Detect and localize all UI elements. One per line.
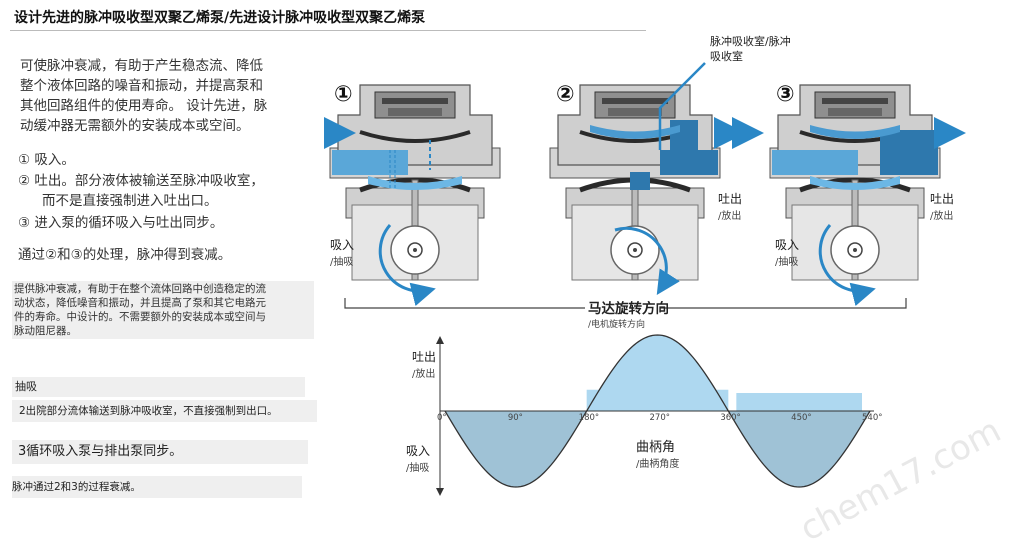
x-tick-label: 540° <box>862 413 883 423</box>
chart-y-top-label: 吐出/放出 <box>412 350 437 380</box>
step-number-1: ① <box>334 82 353 107</box>
chart-x-label: 曲柄角 /曲柄角度 <box>636 440 680 470</box>
suction-label-1: 吸入/抽吸 <box>330 238 355 268</box>
discharge-lobe <box>586 335 729 411</box>
x-tick-label: 0° <box>437 413 447 423</box>
discharge-label-2: 吐出/放出 <box>718 192 743 222</box>
step-number-3: ③ <box>776 82 795 107</box>
chamber-label: 脉冲吸收室/脉冲吸收室 <box>710 35 791 63</box>
discharge-label-3: 吐出/放出 <box>930 192 955 222</box>
step-number-2: ② <box>556 82 575 107</box>
x-tick-label: 360° <box>720 413 741 423</box>
crank-angle-chart <box>436 334 874 496</box>
suction-label-3: 吸入/抽吸 <box>775 238 800 268</box>
x-tick-label: 270° <box>649 413 670 423</box>
step-1: ① 吸入。 <box>18 152 75 168</box>
title-divider <box>10 30 646 31</box>
step-3: ③ 进入泵的循环吸入与吐出同步。 <box>18 215 224 231</box>
x-tick-label: 90° <box>507 413 523 423</box>
attenuation-band <box>736 393 862 411</box>
page-title: 设计先进的脉冲吸收型双聚乙烯泵/先进设计脉冲吸收型双聚乙烯泵 <box>14 10 426 26</box>
alt-step2: 2出院部分流体输送到脉冲吸收室，不直接强制到出口。 <box>12 400 317 422</box>
step-2: ② 吐出。部分液体被输送至脉冲吸收室， <box>18 173 264 189</box>
suction-lobe-2 <box>728 411 870 487</box>
x-tick-label: 450° <box>791 413 812 423</box>
alt-summary: 脉冲通过2和3的过程衰减。 <box>12 476 302 498</box>
alt-paragraph: 提供脉冲衰减，有助于在整个流体回路中创造稳定的流动状态，降低噪音和振动，并且提高… <box>12 281 314 339</box>
y-axis-arrow-up <box>436 336 444 344</box>
step-2-cont: 而不是直接强制进入吐出口。 <box>42 193 218 209</box>
suction-lobe-1 <box>445 411 587 487</box>
summary-text: 通过②和③的处理，脉冲得到衰减。 <box>18 247 232 263</box>
x-tick-label: 180° <box>578 413 600 423</box>
y-axis-arrow-down <box>436 488 444 496</box>
alt-suction: 抽吸 <box>12 377 305 397</box>
motor-direction-label: 马达旋转方向 /电机旋转方向 <box>588 301 669 330</box>
intro-text: 可使脉冲衰减，有助于产生稳态流、降低整个液体回路的噪音和振动，并提高泵和其他回路… <box>20 58 268 134</box>
steps-list: ① 吸入。 ② 吐出。部分液体被输送至脉冲吸收室， 而不是直接强制进入吐出口。 … <box>18 150 264 233</box>
chart-y-bottom-label: 吸入/抽吸 <box>406 444 431 474</box>
alt-step3: 3循环吸入泵与排出泵同步。 <box>12 440 308 464</box>
crank-curve <box>444 334 871 488</box>
